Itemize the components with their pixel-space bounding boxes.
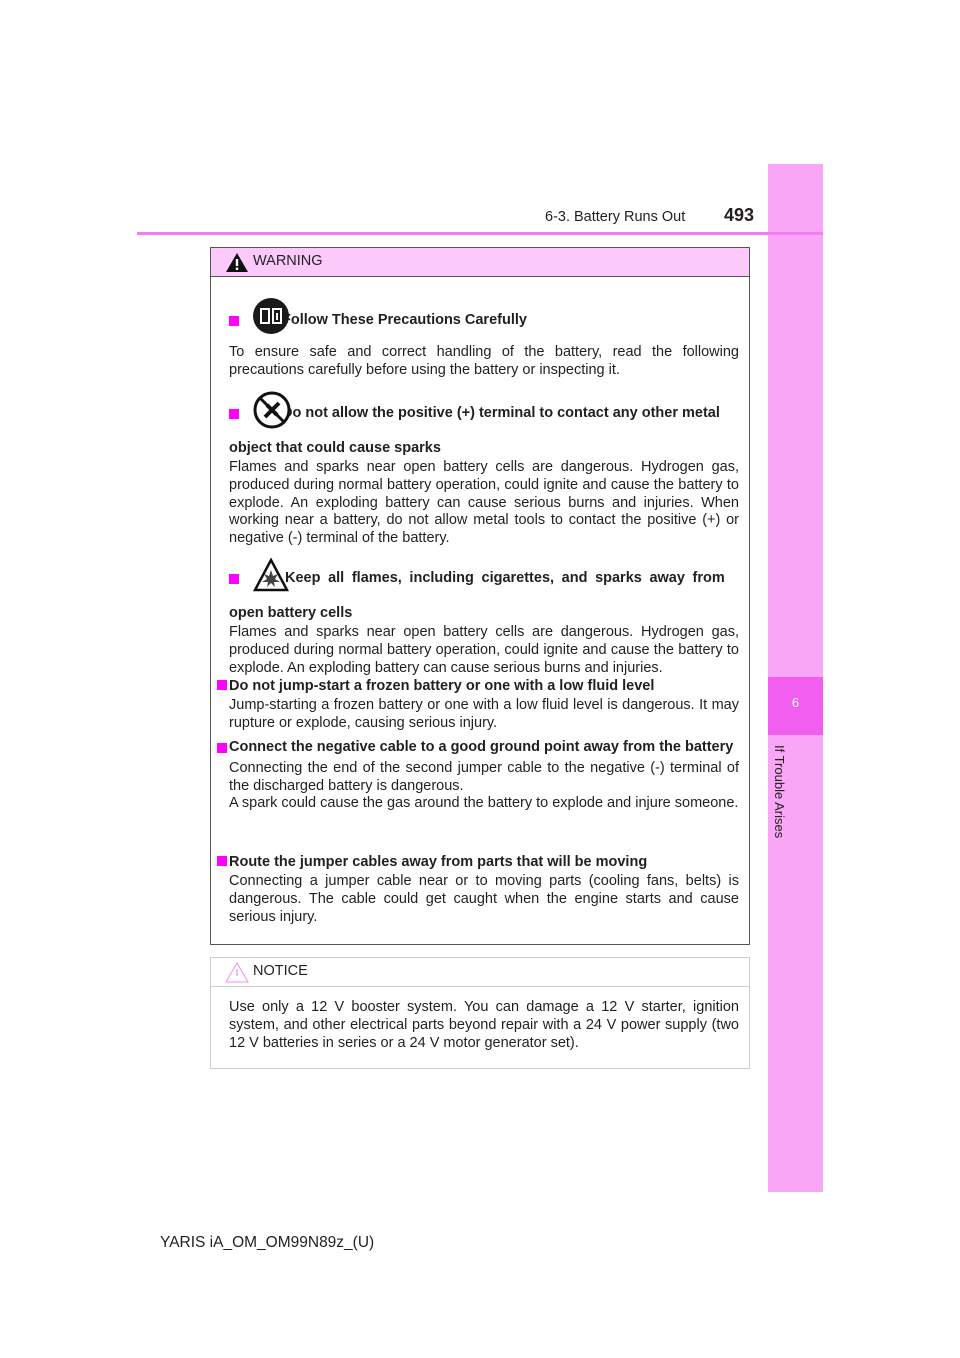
- notice-header: NOTICE: [211, 958, 749, 987]
- page-number: 493: [724, 205, 755, 225]
- bullet-icon: [217, 680, 227, 690]
- item-heading: Do not allow the positive (+) terminal t…: [282, 405, 720, 421]
- notice-body: Use only a 12 V booster system. You can …: [229, 999, 739, 1051]
- warning-item: Keep all flames, including cigarettes, a…: [229, 556, 739, 677]
- item-heading: Keep all flames, including cigarettes, a…: [285, 570, 725, 586]
- item-body: Connecting a jumper cable near or to mov…: [229, 873, 739, 925]
- warning-title: WARNING: [253, 253, 323, 269]
- warning-item: Do not allow the positive (+) terminal t…: [229, 391, 739, 548]
- notice-title: NOTICE: [253, 963, 308, 979]
- read-manual-icon: [253, 298, 289, 334]
- chapter-title: If Trouble Arises: [772, 745, 787, 839]
- bullet-icon: [229, 316, 239, 326]
- chapter-tab[interactable]: 6: [768, 677, 823, 735]
- warning-item: Route the jumper cables away from parts …: [217, 854, 739, 926]
- item-body: Jump-starting a frozen battery or one wi…: [229, 697, 739, 731]
- item-body: Flames and sparks near open battery cell…: [229, 459, 739, 547]
- item-body: Connecting the end of the second jumper …: [229, 759, 739, 794]
- item-body: To ensure safe and correct handling of t…: [229, 344, 739, 378]
- no-metal-tools-icon: [253, 391, 291, 429]
- item-heading-cont: object that could cause sparks: [229, 440, 441, 456]
- bullet-icon: [217, 743, 227, 753]
- warning-item: Follow These Precautions Carefully To en…: [229, 298, 739, 380]
- caution-triangle-icon: [225, 962, 249, 983]
- document-id: YARIS iA_OM_OM99N89z_(U): [160, 1234, 375, 1251]
- bullet-icon: [229, 574, 239, 584]
- item-heading: Follow These Precautions Carefully: [282, 312, 527, 328]
- notice-box: NOTICE Use only a 12 V booster system. Y…: [210, 957, 750, 1069]
- warning-triangle-icon: [226, 253, 248, 272]
- warning-item: Do not jump-start a frozen battery or on…: [217, 678, 739, 733]
- header-rule: [137, 232, 823, 235]
- bullet-icon: [229, 409, 239, 419]
- explosion-hazard-icon: [253, 558, 289, 592]
- item-heading: Route the jumper cables away from parts …: [229, 854, 648, 870]
- item-body: A spark could cause the gas around the b…: [229, 795, 739, 812]
- item-body: Flames and sparks near open battery cell…: [229, 624, 739, 676]
- item-heading: Do not jump-start a frozen battery or on…: [229, 678, 655, 694]
- item-heading: Connect the negative cable to a good gro…: [229, 739, 734, 755]
- section-title: 6-3. Battery Runs Out: [545, 209, 686, 225]
- warning-header: WARNING: [211, 248, 749, 277]
- item-heading-cont: open battery cells: [229, 605, 353, 621]
- warning-item: Connect the negative cable to a good gro…: [217, 739, 739, 813]
- warning-box: WARNING Follow These Precautions Careful…: [210, 247, 750, 945]
- bullet-icon: [217, 856, 227, 866]
